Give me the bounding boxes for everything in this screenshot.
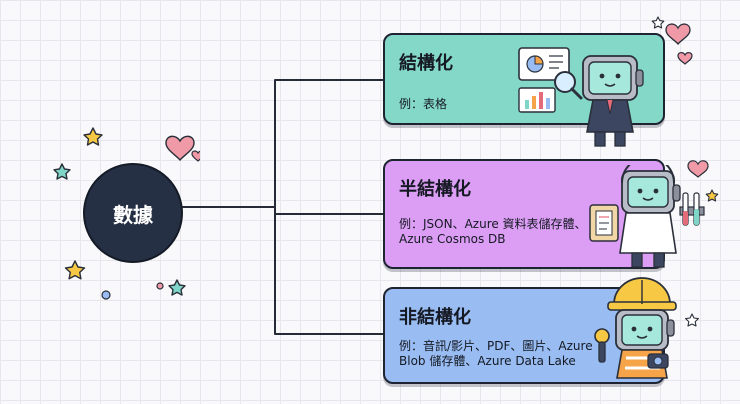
robot-builder-icon bbox=[594, 277, 677, 379]
star-icon bbox=[53, 163, 71, 180]
heart-icon bbox=[687, 160, 709, 178]
star-icon bbox=[64, 260, 86, 280]
star-icon bbox=[685, 313, 699, 327]
card-title: 半結構化 bbox=[399, 179, 471, 200]
decoration-cluster-right-3 bbox=[685, 313, 699, 327]
decoration-cluster bbox=[53, 127, 200, 300]
root-node: 數據 bbox=[83, 163, 183, 263]
card-example: 例：JSON、Azure 資料表儲存體、Azure Cosmos DB bbox=[399, 217, 587, 246]
heart-icon bbox=[191, 150, 200, 162]
dot-decoration bbox=[101, 290, 111, 300]
heart-icon bbox=[165, 135, 195, 162]
heart-icon bbox=[677, 52, 693, 65]
card-example: 例：音訊/影片、PDF、圖片、Azure Blob 儲存體、Azure Data… bbox=[399, 339, 593, 368]
root-label: 數據 bbox=[113, 202, 153, 227]
robot-analyst-icon bbox=[518, 47, 644, 147]
decoration-cluster-right-2 bbox=[687, 160, 719, 202]
robot-scientist-icon bbox=[589, 165, 705, 268]
star-icon bbox=[651, 16, 665, 29]
heart-icon bbox=[665, 23, 691, 46]
card-title: 非結構化 bbox=[399, 307, 471, 328]
decoration-cluster-right bbox=[651, 16, 693, 65]
card-title: 結構化 bbox=[399, 53, 453, 74]
star-icon bbox=[83, 127, 103, 146]
star-icon bbox=[168, 279, 186, 296]
star-icon bbox=[705, 189, 719, 202]
dot-decoration bbox=[156, 282, 164, 290]
card-example: 例：表格 bbox=[399, 97, 448, 111]
